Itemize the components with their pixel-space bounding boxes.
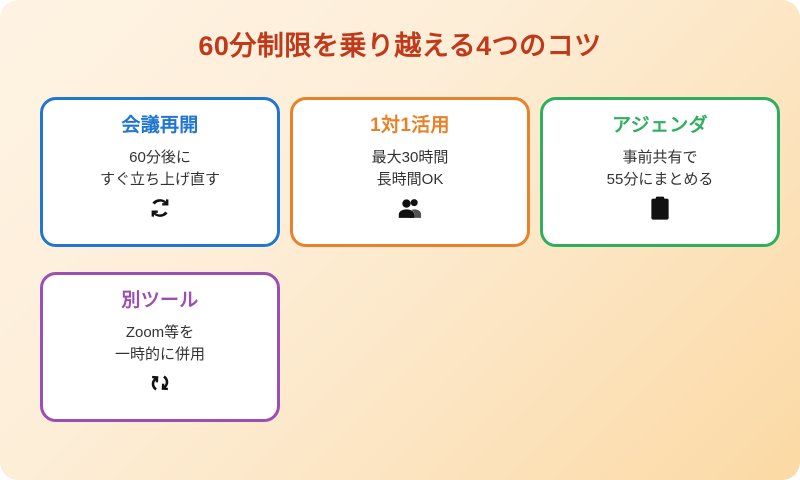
tip-card-description: 事前共有で 55分にまとめる bbox=[607, 147, 714, 191]
tip-card-description-line-2: 一時的に併用 bbox=[114, 345, 205, 363]
tip-card-description-line-1: 60分後に bbox=[129, 148, 191, 166]
tip-card-meeting-restart[interactable]: 会議再開 60分後に すぐ立ち上げ直す bbox=[40, 97, 280, 247]
two-people-icon bbox=[396, 194, 424, 222]
tip-card-description-line-2: 長時間OK bbox=[376, 170, 444, 188]
tip-card-agenda[interactable]: アジェンダ 事前共有で 55分にまとめる bbox=[540, 97, 780, 247]
tip-card-alternative-tool[interactable]: 別ツール Zoom等を 一時的に併用 bbox=[40, 272, 280, 422]
repeat-cycle-icon bbox=[146, 194, 174, 222]
tip-card-description: 最大30時間 長時間OK bbox=[372, 147, 449, 191]
tip-card-description-line-2: すぐ立ち上げ直す bbox=[99, 170, 220, 188]
clipboard-icon bbox=[646, 194, 674, 222]
tip-card-title: 別ツール bbox=[121, 290, 199, 311]
tip-card-description-line-1: 事前共有で bbox=[622, 148, 698, 166]
tip-card-title: アジェンダ bbox=[612, 115, 708, 136]
vertical-sync-icon bbox=[146, 369, 174, 397]
tip-card-one-on-one[interactable]: 1対1活用 最大30時間 長時間OK bbox=[290, 97, 530, 247]
tip-card-description-line-1: 最大30時間 bbox=[371, 148, 449, 166]
tip-card-description: 60分後に すぐ立ち上げ直す bbox=[100, 147, 220, 191]
tip-card-description-line-1: Zoom等を bbox=[125, 323, 195, 341]
tip-card-title: 1対1活用 bbox=[370, 115, 450, 136]
tip-card-description-line-2: 55分にまとめる bbox=[606, 170, 714, 188]
tip-card-title: 会議再開 bbox=[121, 115, 199, 136]
page-title: 60分制限を乗り越える4つのコツ bbox=[198, 31, 602, 61]
tip-card-description: Zoom等を 一時的に併用 bbox=[115, 322, 205, 366]
